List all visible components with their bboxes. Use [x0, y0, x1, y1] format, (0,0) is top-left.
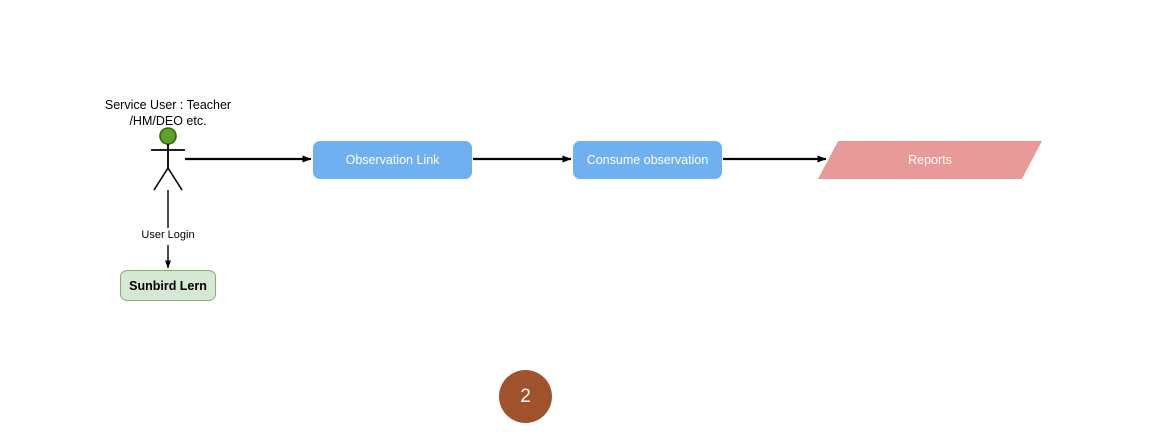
- node-reports-label: Reports: [908, 153, 952, 167]
- page-number-badge-value: 2: [520, 385, 531, 407]
- actor-label: Service User : Teacher /HM/DEO etc.: [104, 98, 232, 128]
- node-consume-observation-label: Consume observation: [586, 153, 709, 167]
- edge-label-user-login: User Login: [120, 229, 216, 241]
- node-sunbird-lern-label: Sunbird Lern: [129, 278, 207, 293]
- node-reports-label-wrap: Reports: [818, 141, 1042, 179]
- node-observation-link[interactable]: Observation Link: [313, 141, 472, 179]
- node-sunbird-lern[interactable]: Sunbird Lern: [120, 270, 216, 301]
- node-observation-link-label: Observation Link: [345, 153, 440, 167]
- node-consume-observation[interactable]: Consume observation: [573, 141, 722, 179]
- reports-parallelogram-shape: [818, 141, 1042, 179]
- page-number-badge: 2: [499, 370, 552, 423]
- actor-stick-figure-icon: [151, 127, 185, 191]
- node-reports[interactable]: Reports: [818, 141, 1042, 179]
